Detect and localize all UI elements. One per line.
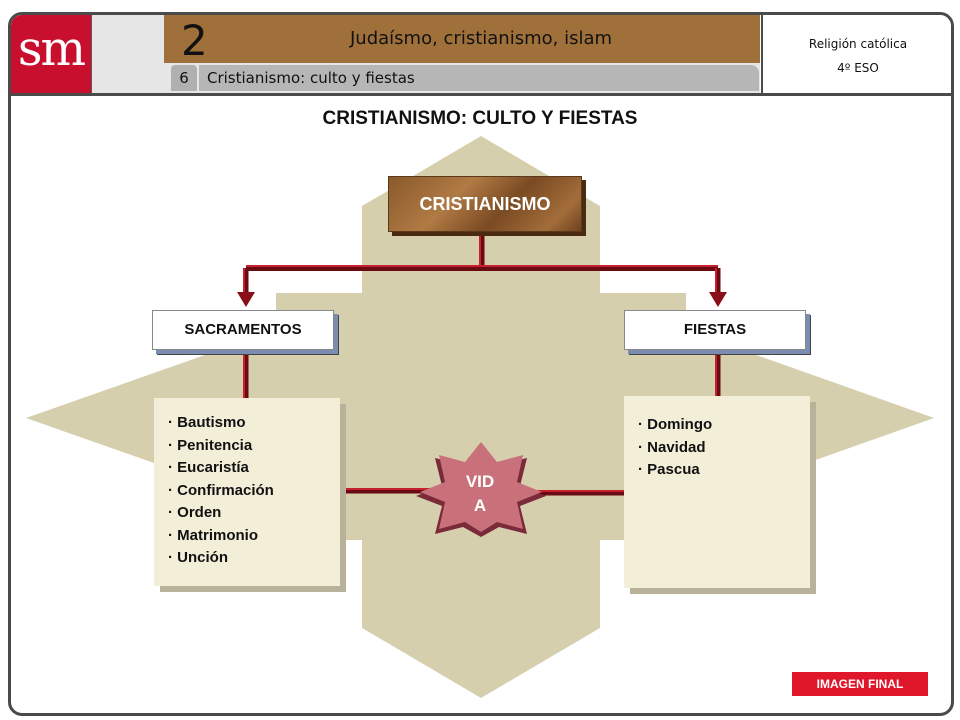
subject-panel: Religión católica 4º ESO (761, 15, 951, 93)
list-item: · Unción (168, 549, 228, 566)
header-gray-block (92, 15, 164, 93)
final-image-button[interactable]: IMAGEN FINAL (792, 672, 928, 696)
list-item: · Eucaristía (168, 459, 249, 476)
unit-number: 2 (181, 16, 208, 65)
list-item: · Domingo (638, 416, 713, 433)
root-node-cristianismo: CRISTIANISMO (388, 176, 582, 232)
node-fiestas: FIESTAS (624, 310, 806, 350)
subject-name: Religión católica (808, 37, 908, 51)
list-item: · Navidad (638, 438, 706, 456)
arrow-to-sacramentos (237, 268, 255, 307)
background-shape (26, 136, 934, 698)
logo-text: sm (17, 21, 86, 77)
connector-fiestas-list (715, 352, 721, 396)
vida-star (416, 442, 546, 537)
fiestas-list: · Domingo · Navidad · Pascua (624, 396, 810, 588)
node-sacramentos: SACRAMENTOS (152, 310, 334, 350)
slide-header: sm 2 Judaísmo, cristianismo, islam 6 Cri… (11, 15, 951, 96)
diagram-title: CRISTIANISMO: CULTO Y FIESTAS (322, 108, 638, 129)
sacramentos-list: · Bautismo · Penitencia · Eucaristía · C… (154, 398, 340, 586)
list-item: · Confirmación (168, 481, 274, 499)
lesson-title: Cristianismo: culto y fiestas (207, 69, 415, 87)
header-divider (11, 93, 951, 96)
list-item: · Orden (168, 504, 222, 521)
subject-level: 4º ESO (837, 61, 879, 75)
lesson-number: 6 (171, 65, 197, 91)
connector-vida-left (340, 488, 430, 494)
connector-vida-right (532, 490, 624, 496)
connector-sacramentos-list (243, 352, 249, 398)
lesson-bar (199, 65, 759, 91)
list-item: · Bautismo (168, 414, 246, 431)
list-item: · Penitencia (168, 436, 253, 454)
header-brown-band (164, 15, 760, 63)
unit-title: Judaísmo, cristianismo, islam (349, 28, 613, 49)
arrow-to-fiestas (709, 268, 727, 307)
vida-label-line2: A (473, 496, 487, 515)
list-item: · Pascua (638, 461, 700, 478)
list-item: · Matrimonio (168, 526, 258, 544)
sm-logo: sm (11, 15, 93, 93)
vida-label: VID A (432, 470, 528, 518)
connector-root-horizontal (246, 232, 718, 271)
vida-label-line1: VID (465, 472, 495, 491)
